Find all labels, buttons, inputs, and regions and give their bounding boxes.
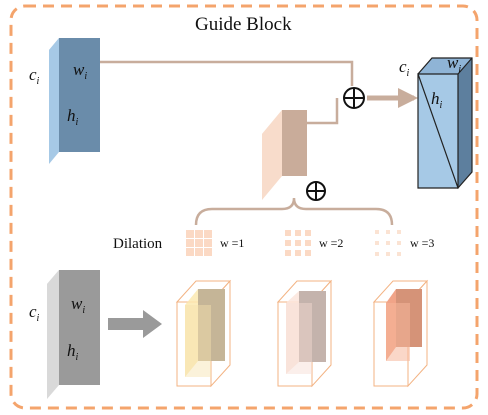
dilation-rate-label: w =2 <box>319 236 343 250</box>
label-w: wi <box>447 53 461 75</box>
aggregation-brace <box>194 197 394 226</box>
sum-operator-icon <box>343 87 365 109</box>
dilation-rate-label: w =1 <box>220 236 244 250</box>
fused-conv-block <box>262 110 307 200</box>
sum-operator-icon <box>306 181 326 201</box>
dilated-conv-volume-w2 <box>276 279 333 388</box>
label-c: ci <box>29 65 40 87</box>
dilated-conv-volume-w1 <box>175 279 232 388</box>
input-feature-cube-bottom <box>47 270 100 399</box>
guide-block-title: Guide Block <box>195 14 292 35</box>
dilation-label: Dilation <box>113 236 163 252</box>
input-feature-cube <box>49 38 100 164</box>
dilation-kernel-icon-w3 <box>375 230 401 256</box>
dilation-kernel-icon-w1 <box>186 230 212 256</box>
label-h: hi <box>67 106 79 128</box>
dilation-kernel-icon-w2 <box>285 230 311 256</box>
dilation-rate-label: w =3 <box>410 236 434 250</box>
dilated-conv-volume-w3 <box>372 279 429 388</box>
label-w: wi <box>73 60 87 82</box>
input-to-conv-arrow <box>108 310 162 338</box>
label-w: wi <box>71 294 85 316</box>
guide-block-border <box>9 4 479 410</box>
skip-connection-line <box>100 60 354 86</box>
conv-to-sum-line <box>307 98 339 125</box>
label-c: ci <box>29 302 40 324</box>
label-h: hi <box>67 341 79 363</box>
label-c: ci <box>399 57 410 79</box>
label-h: hi <box>431 89 443 111</box>
output-feature-cube <box>417 57 473 190</box>
